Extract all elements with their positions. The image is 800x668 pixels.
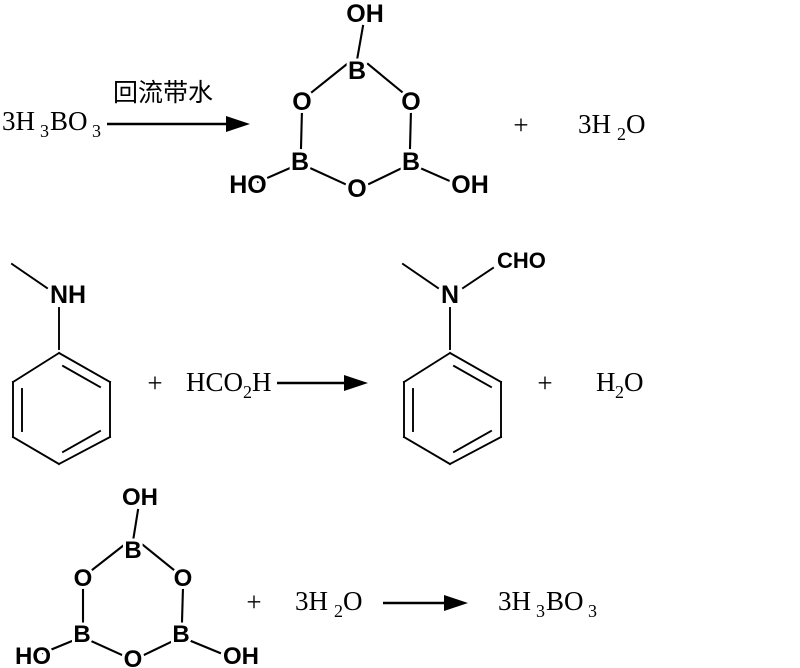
boron-left-label-2: B: [73, 621, 90, 648]
coreactant-formula-tail: H: [252, 367, 272, 397]
amine-nh-label: NH: [50, 281, 86, 309]
byproduct2-formula-sub: 2: [615, 382, 624, 402]
byproduct2-formula-main: H: [596, 367, 616, 397]
boroxine-atom-labels: B O O B B O OH HO OH: [226, 0, 492, 206]
oxygen-bottom-label: O: [347, 175, 366, 203]
coreactant3-formula-sub: 2: [334, 601, 343, 621]
hydroxyl-left-label: HO: [229, 171, 267, 199]
reaction-3-plus-sign: +: [246, 587, 261, 617]
reaction-2-byproduct-label: H 2 O: [596, 367, 644, 402]
boron-left-label: B: [291, 148, 309, 176]
reaction-1-byproduct-label: 3H 2 O: [578, 109, 646, 144]
reaction-2-plus-sign-1: +: [147, 368, 162, 398]
coreactant3-formula-tail: O: [343, 586, 363, 616]
reaction-2-product-n-methylformanilide: N CHO: [401, 245, 549, 466]
hydroxyl-right-label: OH: [451, 171, 489, 199]
reaction-1: 3H 3 BO 3 回流带水 B O: [2, 0, 646, 206]
reaction-2-plus-sign-2: +: [537, 368, 552, 398]
oxygen-left-label: O: [292, 88, 311, 116]
reaction-3-reactant-boroxine: B O O B B O OH HO OH: [12, 481, 262, 668]
boroxine-atom-labels-2: B O O B B O OH HO OH: [12, 481, 262, 668]
reaction-2-reactant-n-methylaniline: NH: [10, 262, 112, 466]
reactant-formula-mid: BO: [50, 106, 88, 136]
formyl-cho-label: CHO: [497, 248, 546, 273]
boron-right-label: B: [402, 148, 420, 176]
product3-formula-sub1: 3: [536, 601, 545, 621]
boron-top-label-2: B: [124, 537, 141, 564]
coreactant-formula-sub: 2: [243, 382, 252, 402]
reaction-2: NH + HCO 2 H: [10, 245, 644, 466]
oxygen-bottom-label-2: O: [124, 646, 143, 668]
byproduct-formula-tail: O: [626, 109, 646, 139]
product3-formula-mid: BO: [546, 586, 584, 616]
hydroxyl-right-label-2: OH: [223, 643, 259, 668]
reaction-3-arrow: [383, 595, 468, 611]
oxygen-right-label-2: O: [174, 565, 193, 592]
reaction-3-product-label: 3H 3 BO 3: [498, 586, 597, 621]
oxygen-left-label-2: O: [74, 565, 93, 592]
oxygen-right-label: O: [401, 88, 420, 116]
product3-formula-sub2: 3: [588, 601, 597, 621]
reactant-formula-main: 3H: [2, 106, 35, 136]
byproduct2-formula-tail: O: [624, 367, 644, 397]
reaction-3: B O O B B O OH HO OH + 3H 2 O 3H: [12, 481, 597, 668]
reaction-3-coreactant-label: 3H 2 O: [295, 586, 363, 621]
byproduct-formula-main: 3H: [578, 109, 611, 139]
boron-right-label-2: B: [172, 621, 189, 648]
reaction-1-product-boroxine: B O O B B O OH HO OH: [226, 0, 492, 206]
amide-n-label: N: [441, 281, 459, 309]
reactant-formula-sub2: 3: [92, 121, 101, 141]
reaction-1-reactant-label: 3H 3 BO 3: [2, 106, 101, 141]
product3-formula-main: 3H: [498, 586, 531, 616]
reaction-2-coreactant-label: HCO 2 H: [186, 367, 272, 402]
reactant-formula-sub1: 3: [40, 121, 49, 141]
hydroxyl-left-label-2: HO: [15, 643, 51, 668]
coreactant-formula-main: HCO: [186, 367, 243, 397]
reaction-1-condition-label: 回流带水: [113, 78, 213, 107]
boron-top-label: B: [348, 57, 366, 85]
coreactant3-formula-main: 3H: [295, 586, 328, 616]
hydroxyl-top-label-2: OH: [122, 484, 158, 511]
hydroxyl-top-label: OH: [346, 0, 384, 28]
reaction-1-plus-sign: +: [513, 110, 528, 140]
reaction-2-arrow: [277, 375, 368, 391]
reaction-1-arrow: [107, 116, 250, 132]
byproduct-formula-sub: 2: [617, 124, 626, 144]
